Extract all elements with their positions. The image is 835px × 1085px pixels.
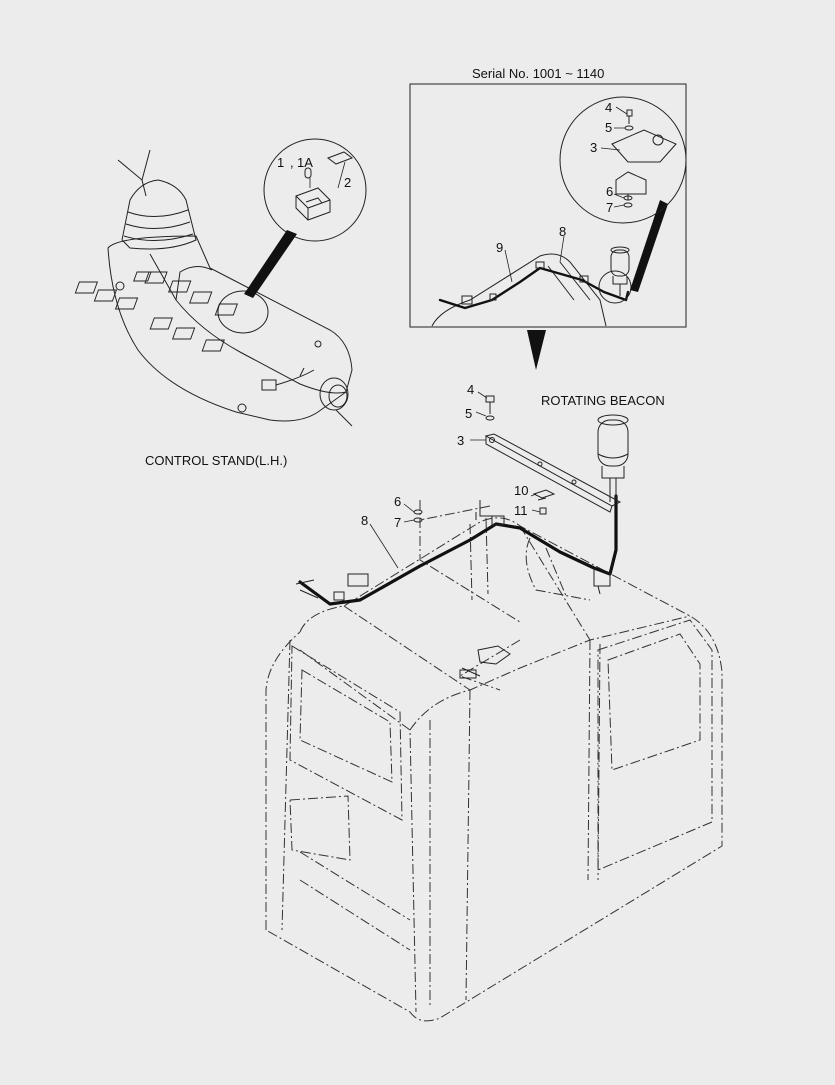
- rotating-beacon: [597, 414, 629, 502]
- inset-label-4: 4: [605, 100, 612, 115]
- cab-outline: [265, 500, 723, 1022]
- wire-harness: [295, 494, 618, 679]
- inset-label-5: 5: [605, 120, 612, 135]
- label-part-1a: 1A: [297, 155, 313, 170]
- fasteners: [369, 391, 541, 569]
- inset-label-6: 6: [606, 184, 613, 199]
- control-stand-drawing: [74, 149, 353, 427]
- main-label-6: 6: [394, 494, 401, 509]
- main-label-7: 7: [394, 515, 401, 530]
- label-part-2: 2: [344, 175, 351, 190]
- inset-title: Serial No. 1001 ~ 1140: [472, 66, 604, 81]
- label-part-1: 1: [277, 155, 284, 170]
- beacon-bracket: [484, 433, 622, 515]
- inset-label-9: 9: [496, 240, 503, 255]
- label-separator: ,: [290, 155, 294, 170]
- main-label-10: 10: [514, 483, 528, 498]
- down-arrow-icon: [527, 330, 546, 370]
- rotating-beacon-caption: ROTATING BEACON: [541, 393, 665, 408]
- inset-label-7: 7: [606, 200, 613, 215]
- main-label-8: 8: [361, 513, 368, 528]
- inset-label-3: 3: [590, 140, 597, 155]
- main-label-5: 5: [465, 406, 472, 421]
- main-label-3: 3: [457, 433, 464, 448]
- main-label-4: 4: [467, 382, 474, 397]
- inset-label-8: 8: [559, 224, 566, 239]
- control-stand-caption: CONTROL STAND(L.H.): [145, 453, 287, 468]
- switch-detail: 1 , 1A 2: [244, 138, 367, 298]
- serial-inset: Serial No. 1001 ~ 1140 4 5 3 6 7: [409, 66, 687, 328]
- main-label-11: 11: [514, 503, 528, 518]
